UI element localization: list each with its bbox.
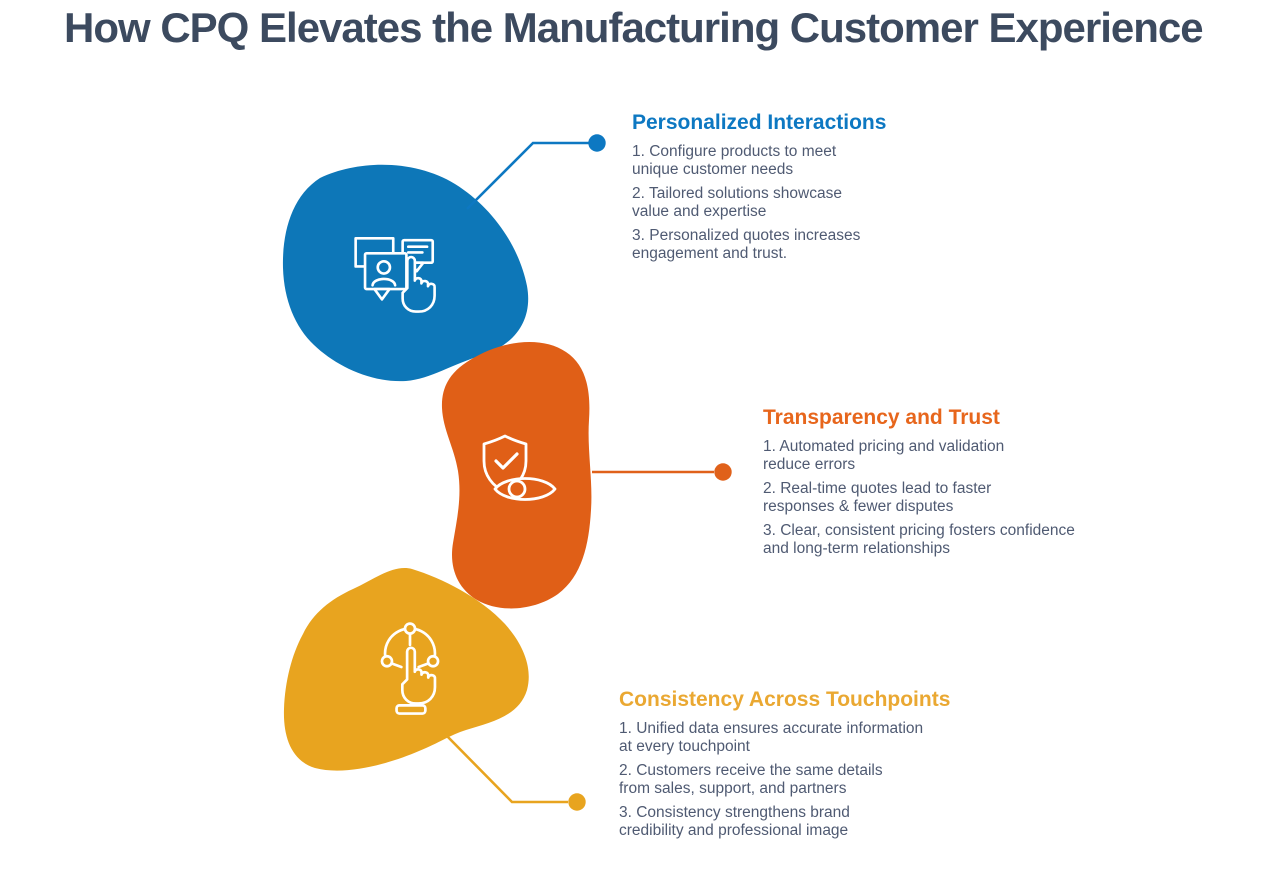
page-title: How CPQ Elevates the Manufacturing Custo… xyxy=(64,4,1204,51)
list-item: 3. Personalized quotes increases engagem… xyxy=(632,227,861,262)
section-title: Consistency Across Touchpoints xyxy=(619,688,951,711)
pointer-hand xyxy=(401,255,436,313)
list-item: 3. Clear, consistent pricing fosters con… xyxy=(763,522,1075,557)
list-item: 2. Real-time quotes lead to faster respo… xyxy=(763,480,992,515)
list-item: 2. Tailored solutions showcase value and… xyxy=(632,185,842,220)
list-item: 1. Automated pricing and validation redu… xyxy=(763,438,1005,473)
connector-gold-dot xyxy=(568,793,586,811)
section-transparency-and-trust: Transparency and Trust 1. Automated pric… xyxy=(763,405,1075,564)
section-personalized-interactions: Personalized Interactions 1. Configure p… xyxy=(632,110,886,269)
tap-hand xyxy=(400,646,437,705)
section-title: Transparency and Trust xyxy=(763,406,1000,429)
section-title: Personalized Interactions xyxy=(632,111,887,134)
connector-blue-dot xyxy=(588,134,606,152)
section-consistency-across-touchpoints: Consistency Across Touchpoints 1. Unifie… xyxy=(619,687,950,846)
connector-blue xyxy=(466,141,589,210)
shield-check-eye-icon xyxy=(482,434,557,501)
list-item: 1. Configure products to meet unique cus… xyxy=(632,143,837,178)
list-item: 2. Customers receive the same details fr… xyxy=(619,762,883,797)
connector-gold xyxy=(444,733,568,804)
network-node-tap-icon xyxy=(380,622,440,715)
speech-bubbles-user-pointer-icon xyxy=(354,236,436,313)
list-item: 1. Unified data ensures accurate informa… xyxy=(619,720,924,755)
list-item: 3. Consistency strengthens brand credibi… xyxy=(619,804,850,839)
connector-orange-dot xyxy=(714,463,732,481)
